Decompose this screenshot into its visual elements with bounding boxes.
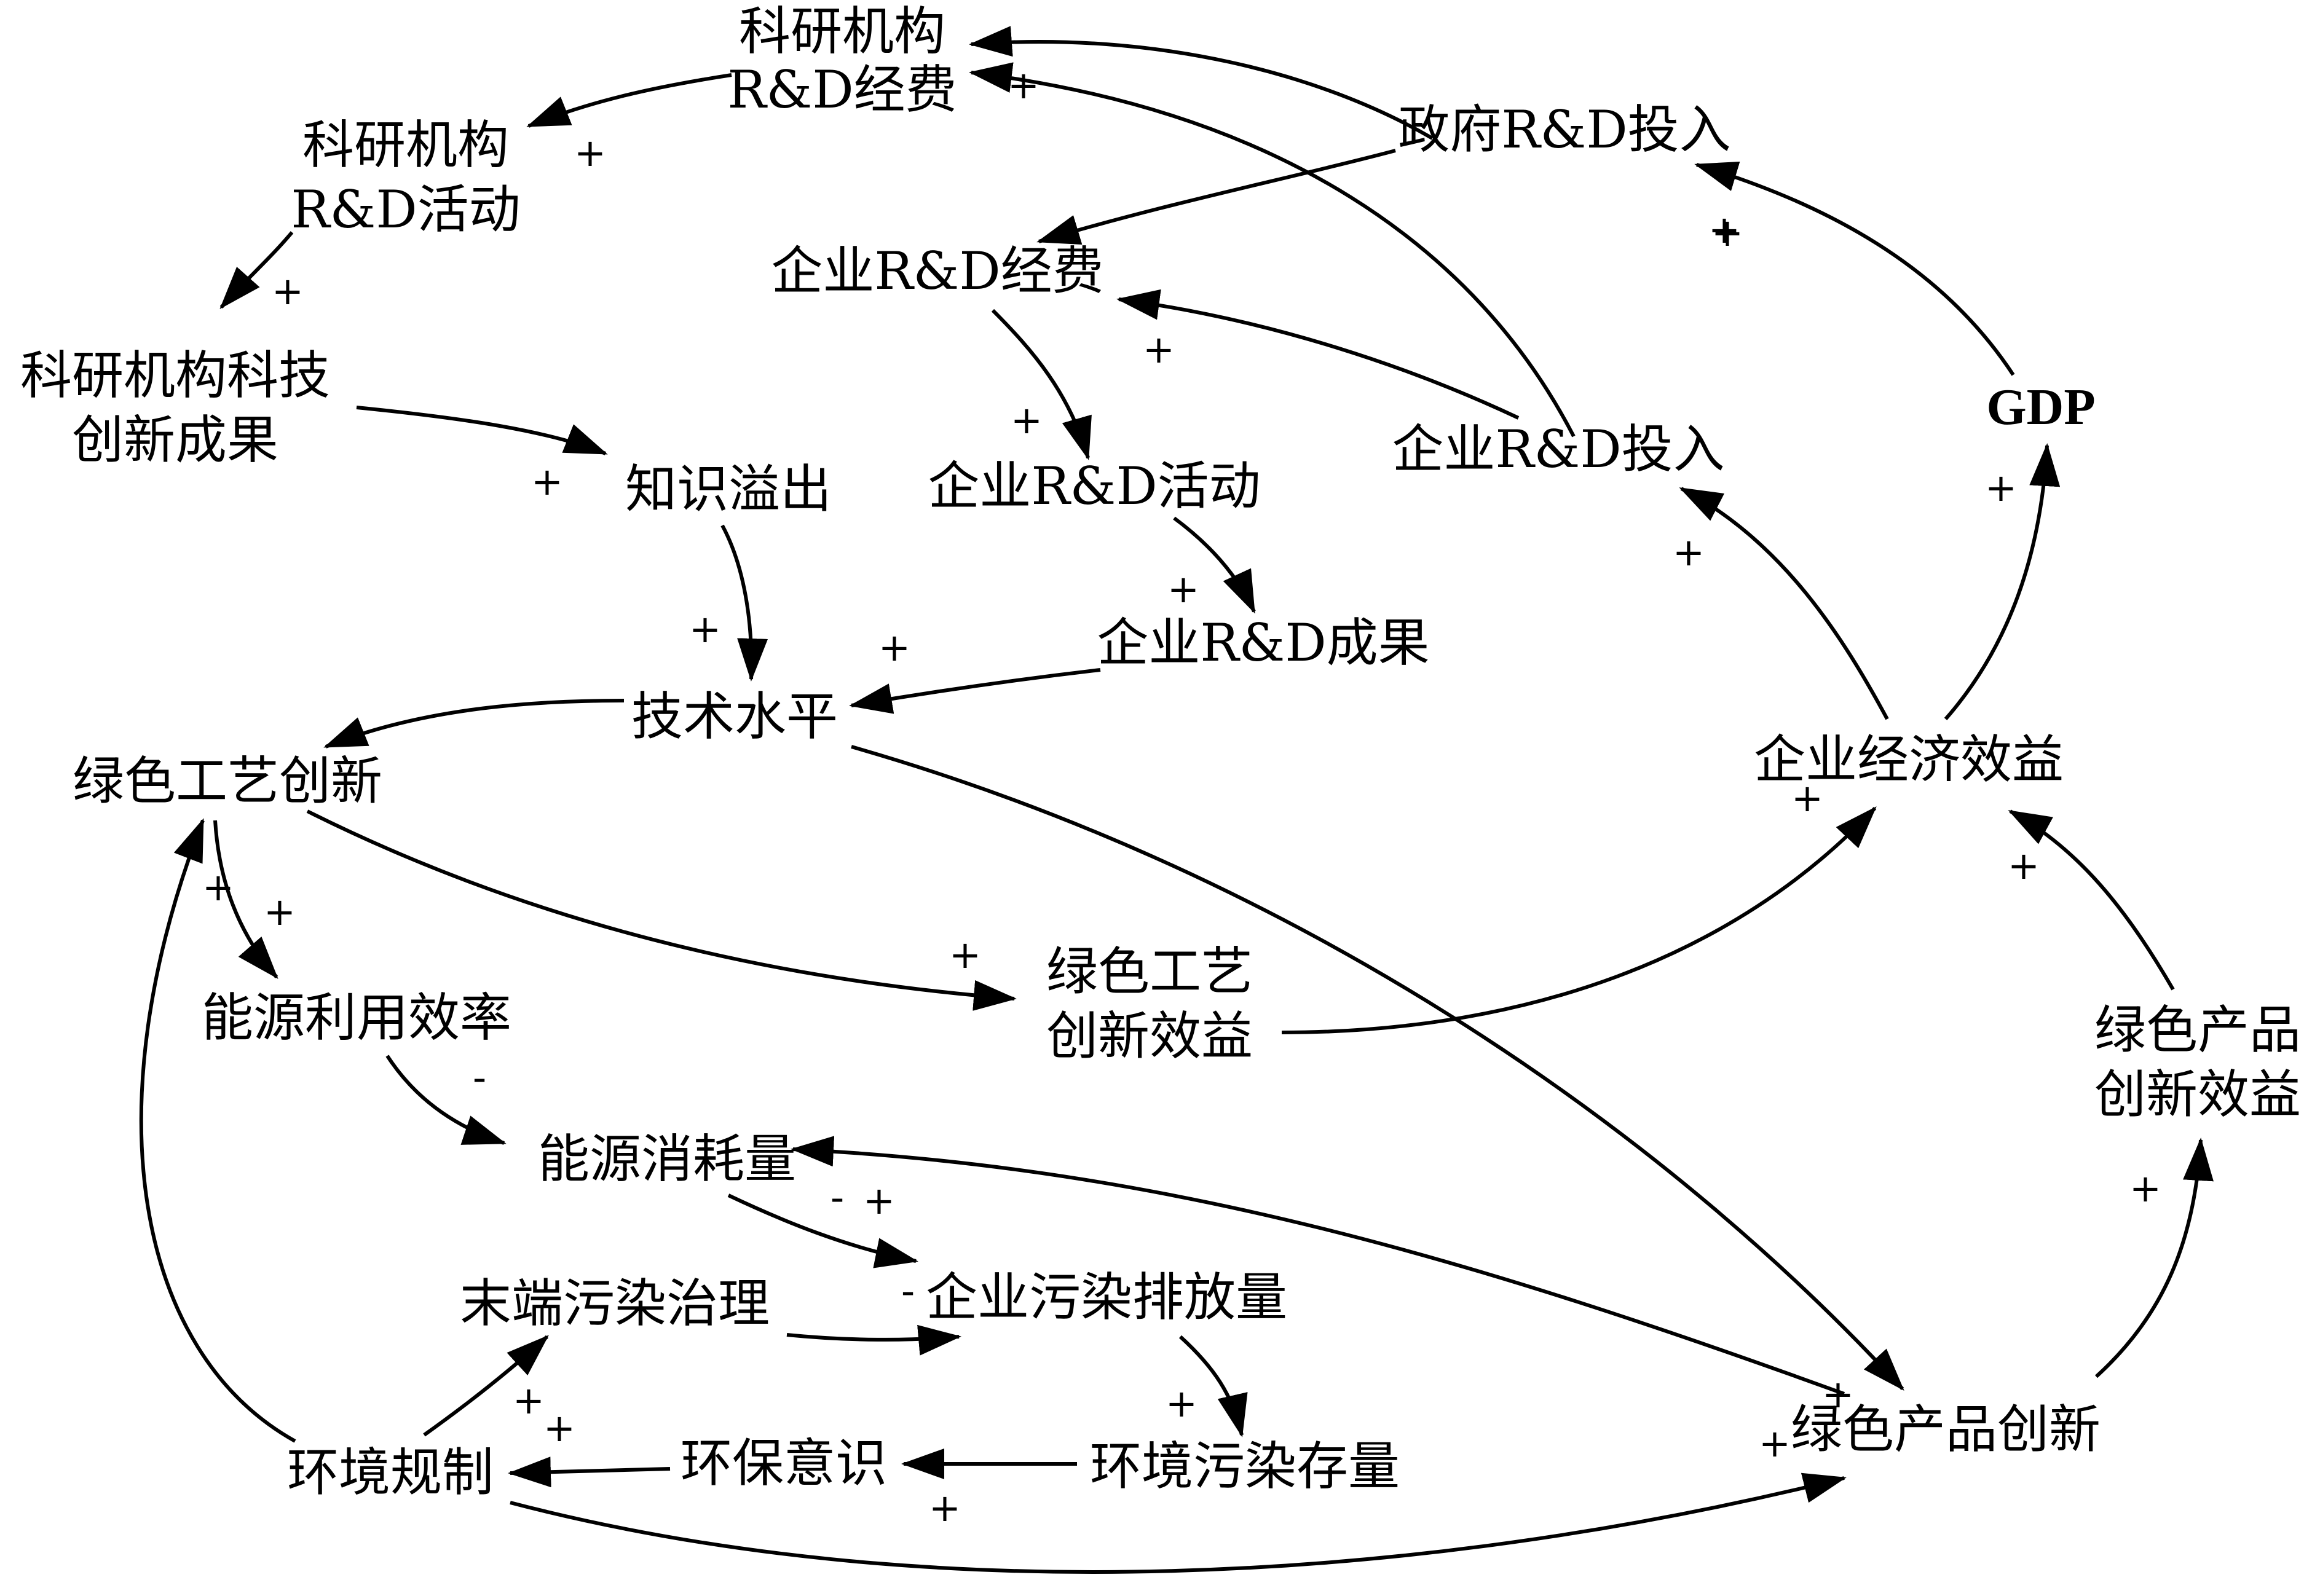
sign-green-product-to-consumption: + xyxy=(863,1178,895,1223)
node-inst-outcome: 科研机构科技创新成果 xyxy=(20,345,330,470)
sign-ent-activity-to-result: + xyxy=(1167,567,1199,611)
edge-ent-funding-to-activity xyxy=(991,309,1092,460)
edge-ent-activity-to-result xyxy=(1173,516,1256,614)
node-gdp: GDP xyxy=(1986,379,2095,436)
edge-gov-to-ent-funding xyxy=(1036,149,1396,245)
sign-inst-activity-to-outcome: + xyxy=(272,269,304,313)
sign-emission-to-stock: + xyxy=(1166,1381,1197,1426)
node-ent-benefit: 企业经济效益 xyxy=(1754,729,2064,790)
sign-spillover-to-tech: + xyxy=(689,607,721,651)
edge-gdp-to-gov xyxy=(1694,162,2015,376)
edge-inst-funding-to-activity xyxy=(526,73,732,128)
node-env-regulation: 环境规制 xyxy=(287,1442,494,1503)
node-ent-rd-funding: 企业R&D经费 xyxy=(771,241,1103,301)
sign-inst-funding-to-activity: + xyxy=(574,130,606,175)
edge-gov-to-inst-funding xyxy=(969,26,1434,140)
sign-regulation-to-green-process: + xyxy=(1673,530,1705,575)
sign-tech-to-green-process: + xyxy=(878,625,910,670)
sign-stock-to-awareness: + xyxy=(929,1485,961,1530)
sign-regulation-to-green-product: + xyxy=(1759,1421,1791,1466)
sign-ent-funding-to-activity: + xyxy=(1011,398,1043,442)
edge-result-to-tech xyxy=(849,668,1101,714)
edge-energy-eff-to-consumption xyxy=(385,1055,507,1145)
node-knowledge-spillover: 知识溢出 xyxy=(625,459,832,519)
edge-spillover-to-tech xyxy=(720,524,768,682)
node-gov-rd: 政府R&D投入 xyxy=(1398,100,1730,160)
node-tech-level: 技术水平 xyxy=(631,686,838,747)
edge-ent-benefit-to-ent-input xyxy=(1679,487,1889,720)
sign-energy-eff-to-consumption: - xyxy=(473,1055,486,1100)
node-env-awareness: 环保意识 xyxy=(681,1433,887,1493)
edge-treatment-to-emission xyxy=(786,1324,961,1356)
sign-regulation-to-treatment: + xyxy=(513,1378,545,1423)
edge-awareness-to-regulation xyxy=(508,1456,671,1488)
polarity-signs: + + + + + + + + + + + + + + + + + + - - … xyxy=(202,63,2161,1530)
node-enterprise-emission: 企业污染排放量 xyxy=(926,1267,1287,1327)
sign-gov-to-inst-funding: + xyxy=(1008,63,1040,108)
sign-green-product-to-product-benefit: + xyxy=(2129,1166,2161,1211)
sign-result-to-tech: + xyxy=(878,625,910,670)
edge-inst-activity-to-outcome xyxy=(219,231,294,309)
sign-green-process-to-energy-eff-2: + xyxy=(264,889,296,934)
edge-regulation-to-green-product xyxy=(510,1472,1847,1574)
node-energy-consumption: 能源消耗量 xyxy=(538,1129,796,1189)
sign-tech-to-green-product: + xyxy=(1822,1372,1854,1417)
sign-ent-benefit-to-gdp: + xyxy=(1985,465,2017,510)
edge-tech-to-green-product xyxy=(851,745,1904,1391)
sign-treatment-to-emission: - xyxy=(901,1268,915,1313)
sign-ent-rd-input-extra: + xyxy=(1711,210,1743,255)
edges xyxy=(139,26,2214,1574)
node-green-product: 绿色产品创新 xyxy=(1791,1399,2101,1460)
sign-outcome-to-spillover: + xyxy=(531,459,563,504)
sign-gdp-to-gov: + xyxy=(1708,207,1740,252)
edge-product-benefit-to-ent-benefit xyxy=(2008,809,2175,991)
edge-green-product-to-product-benefit xyxy=(2094,1138,2214,1378)
sign-regulation-to-treatment-2: + xyxy=(543,1405,575,1450)
sign-green-process-to-benefit: + xyxy=(949,932,981,977)
edge-process-benefit-to-ent-benefit xyxy=(1281,806,1877,1034)
edge-entinput-to-ent-funding xyxy=(1116,289,1520,420)
sign-product-benefit-to-ent-benefit: + xyxy=(2008,843,2040,888)
edge-emission-to-stock xyxy=(1178,1335,1248,1437)
node-end-treatment: 末端污染治理 xyxy=(460,1273,770,1334)
edge-regulation-to-green-process xyxy=(139,818,296,1443)
sign-entinput-to-ent-funding: + xyxy=(1143,327,1175,372)
node-ent-rd-input: 企业R&D投入 xyxy=(1392,419,1724,479)
edge-green-product-to-consumption xyxy=(791,1136,1845,1396)
sign-ent-benefit-to-ent-input: + xyxy=(1673,530,1705,575)
node-green-process: 绿色工艺创新 xyxy=(73,751,382,811)
node-green-product-benefit: 绿色产品创新效益 xyxy=(2094,1000,2301,1125)
sign-consumption-to-emission-minus: - xyxy=(831,1175,844,1220)
edge-regulation-to-treatment xyxy=(423,1335,549,1437)
edge-tech-to-green-process xyxy=(323,699,625,749)
node-ent-rd-result: 企业R&D成果 xyxy=(1097,613,1429,673)
edge-consumption-to-emission xyxy=(727,1193,918,1268)
edge-entinput-to-inst-funding xyxy=(969,62,1576,438)
edge-ent-benefit-to-gdp xyxy=(1944,443,2061,720)
edge-outcome-to-spillover xyxy=(356,406,608,455)
sign-green-process-to-energy-eff: + xyxy=(202,865,234,910)
node-ent-rd-activity: 企业R&D活动 xyxy=(928,456,1260,516)
node-energy-efficiency: 能源利用效率 xyxy=(202,988,511,1048)
edge-green-process-to-energy-eff xyxy=(213,820,278,980)
sign-process-benefit-to-ent-benefit: + xyxy=(1791,776,1823,820)
node-green-process-benefit: 绿色工艺创新效益 xyxy=(1046,941,1253,1066)
edge-green-process-to-benefit xyxy=(306,809,1017,1011)
node-pollution-stock: 环境污染存量 xyxy=(1090,1436,1400,1496)
